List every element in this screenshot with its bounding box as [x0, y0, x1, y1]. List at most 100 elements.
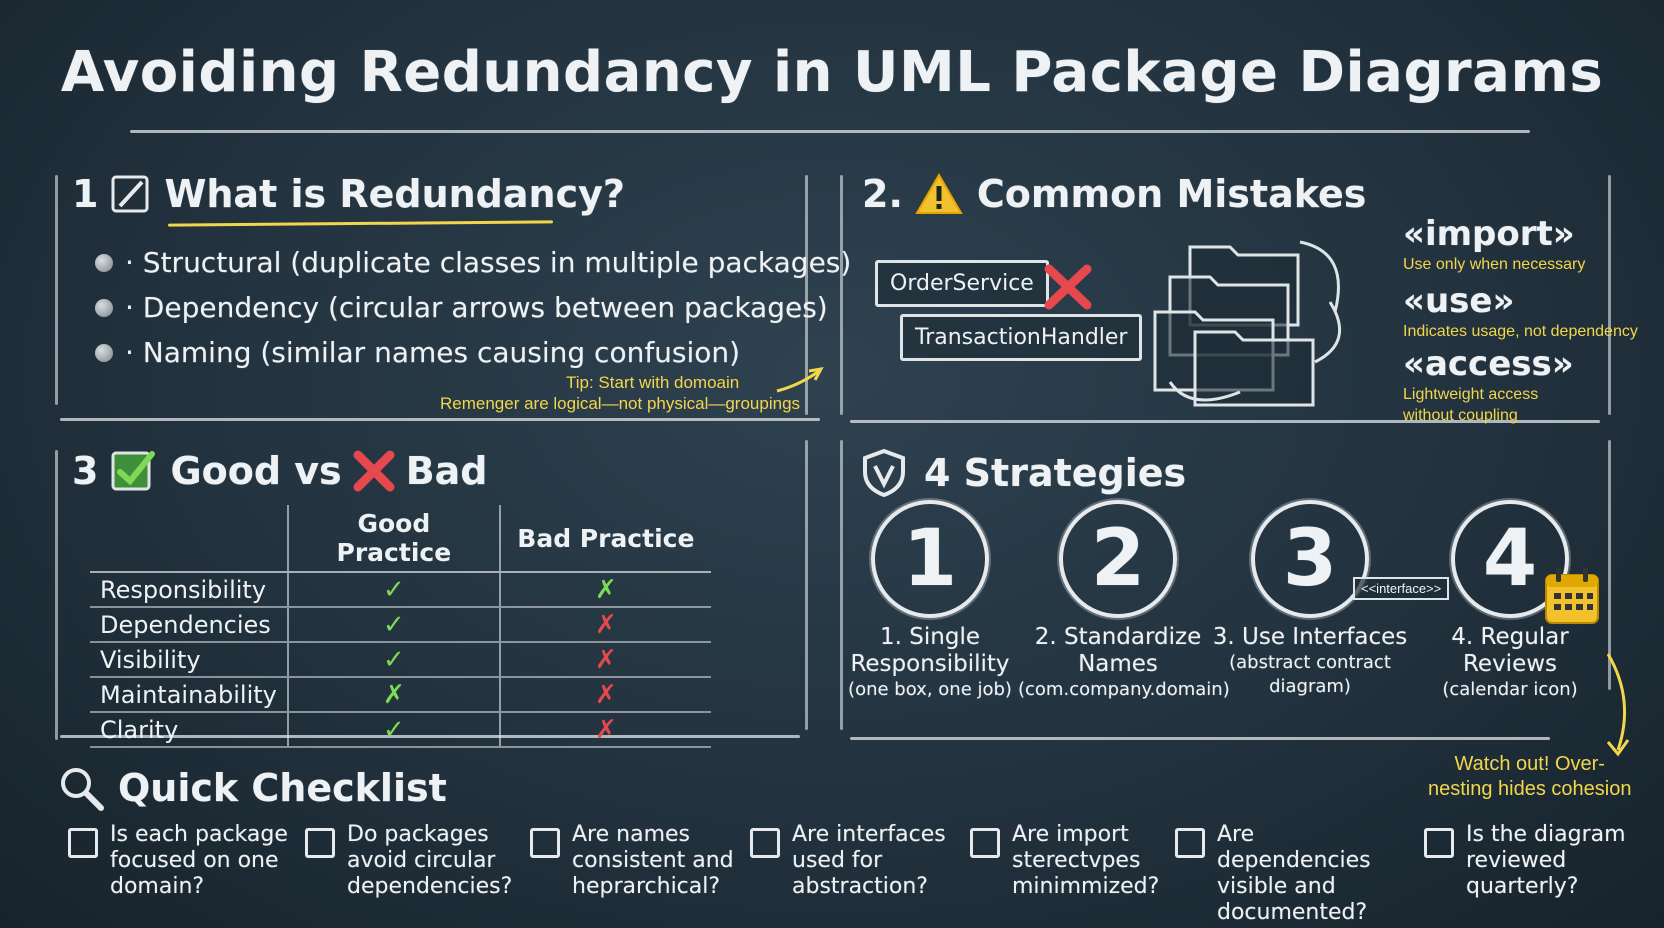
row-label: Visibility	[90, 642, 288, 678]
section1-number: 1	[72, 172, 99, 216]
table-row: Clarity✓✗	[90, 712, 711, 748]
column-header-good: Good Practice	[286, 505, 500, 573]
row-label: Clarity	[90, 712, 288, 748]
warning-icon	[915, 172, 963, 216]
section3-title-bad: Bad	[405, 449, 488, 493]
row-label: Maintainability	[90, 677, 288, 713]
checkbox-checked-icon	[110, 448, 156, 494]
good-mark: ✓	[286, 572, 500, 608]
strategy-number-circle: 2	[1059, 500, 1177, 618]
list-item: · Dependency (circular arrows between pa…	[95, 291, 828, 324]
close-icon	[1044, 264, 1092, 310]
divider	[850, 737, 1550, 740]
divider	[55, 450, 58, 740]
list-item: · Naming (similar names causing confusio…	[95, 336, 740, 369]
section1-underline	[167, 220, 554, 227]
page-title: Avoiding Redundancy in UML Package Diagr…	[60, 40, 1604, 105]
divider	[1608, 440, 1611, 690]
checkbox[interactable]	[750, 828, 780, 858]
divider	[55, 175, 58, 405]
section3-heading: 3 Good vs Bad	[72, 448, 488, 494]
checklist-heading: Quick Checklist	[58, 765, 447, 811]
strategy-title: 3. Use Interfaces	[1212, 624, 1408, 650]
section2-title: Common Mistakes	[976, 172, 1367, 216]
strategy-desc: (one box, one job)	[848, 679, 1012, 700]
divider	[850, 420, 1600, 423]
divider	[840, 175, 843, 415]
bad-mark: ✗	[498, 572, 711, 608]
bad-mark: ✗	[498, 642, 711, 678]
checkbox[interactable]	[1175, 828, 1205, 858]
stereotype-use: «use»	[1403, 281, 1515, 321]
stereotype-note: Indicates usage, not dependency	[1403, 323, 1638, 340]
comparison-table: Good Practice Bad Practice Responsibilit…	[90, 505, 711, 748]
stereotype-note: Use only when necessary	[1403, 256, 1586, 273]
checkbox[interactable]	[1424, 828, 1454, 858]
table-row: Visibility✓✗	[90, 642, 711, 678]
strategy-desc: (calendar icon)	[1442, 679, 1578, 700]
arrow-icon	[776, 367, 824, 393]
row-label: Responsibility	[90, 572, 288, 608]
row-label: Dependencies	[90, 607, 288, 643]
strategy-number-circle: 1	[871, 500, 989, 618]
stereotype-note: Lightweight access without coupling	[1403, 386, 1539, 424]
stereotype-import: «import»	[1403, 214, 1575, 254]
checklist-title: Quick Checklist	[118, 766, 447, 810]
shield-icon	[862, 448, 906, 498]
stereotype-access: «access»	[1403, 344, 1574, 384]
stereotype-list: «import» Use only when necessary «use» I…	[1403, 214, 1638, 426]
tip-line-2: Remenger are logical—not physical—groupi…	[440, 394, 801, 413]
section2-number: 2.	[862, 172, 903, 216]
package-order-service: OrderService	[875, 260, 1049, 307]
title-underline	[130, 130, 1530, 133]
bad-mark: ✗	[498, 677, 711, 713]
section3-number: 3	[72, 449, 99, 493]
bad-mark: ✗	[498, 607, 711, 643]
good-mark: ✓	[286, 607, 500, 643]
divider	[805, 440, 808, 730]
good-mark: ✓	[286, 642, 500, 678]
package-transaction-handler: TransactionHandler	[900, 314, 1143, 361]
strategy-desc: (com.company.domain)	[1018, 679, 1230, 700]
good-mark: ✓	[286, 712, 500, 748]
section1-title: What is Redundancy?	[164, 172, 625, 216]
section1-heading: 1 What is Redundancy?	[72, 172, 625, 216]
divider	[805, 175, 808, 415]
checkbox[interactable]	[305, 828, 335, 858]
tip-line-1: Tip: Start with domoain	[566, 373, 740, 392]
bullet-icon	[95, 298, 113, 317]
folder-stack-icon	[1153, 240, 1342, 407]
good-mark: ✗	[286, 677, 500, 713]
table-header-row: Good Practice Bad Practice	[90, 505, 711, 573]
bullet-icon	[95, 253, 113, 272]
bullet-icon	[95, 343, 113, 362]
arrow-icon	[1606, 653, 1630, 757]
interface-label: <<interface>>	[1353, 577, 1450, 600]
calendar-icon	[1545, 568, 1599, 624]
section4-title: 4 Strategies	[924, 451, 1187, 495]
checkbox[interactable]	[970, 828, 1000, 858]
checkbox[interactable]	[530, 828, 560, 858]
section2-heading: 2. Common Mistakes	[862, 172, 1366, 216]
checkbox[interactable]	[68, 828, 98, 858]
strategy-number-circle: 4	[1451, 500, 1569, 618]
close-icon	[352, 449, 396, 493]
